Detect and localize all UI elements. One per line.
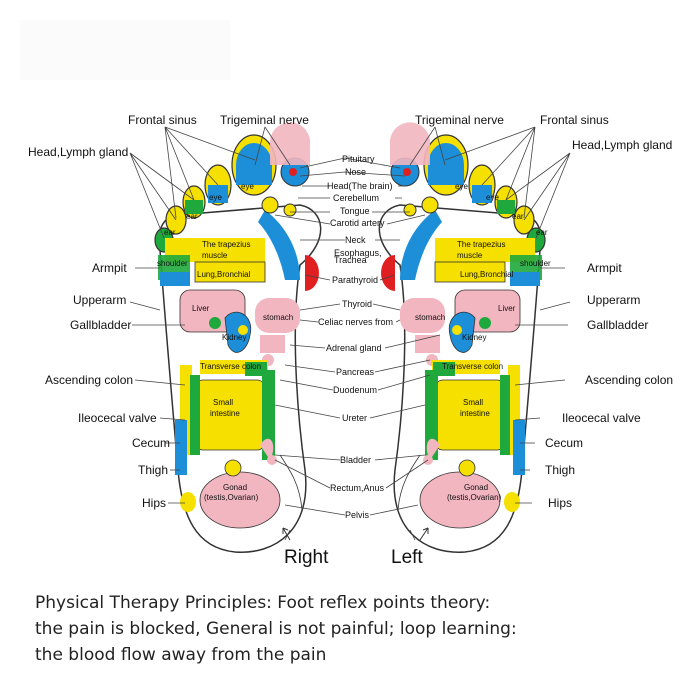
label-trigeminal-left: Trigeminal nerve bbox=[415, 113, 504, 127]
right-foot bbox=[154, 122, 322, 553]
left-toes bbox=[389, 122, 546, 253]
label-shoulder-r: shoulder bbox=[157, 259, 188, 268]
foot-side-labels: Right Left bbox=[282, 527, 429, 568]
left-foot bbox=[378, 122, 546, 553]
caption-line-1: Physical Therapy Principles: Foot reflex… bbox=[35, 593, 491, 613]
label-eye-r2: eye bbox=[209, 193, 222, 202]
label-kidney-r: Kidney bbox=[222, 333, 246, 342]
label-eye-r1: eye bbox=[241, 182, 254, 191]
label-ileocecal-right: Ileocecal valve bbox=[78, 411, 157, 425]
label-carotid: Carotid artery bbox=[330, 218, 385, 228]
label-ascending-colon-right: Ascending colon bbox=[45, 373, 133, 387]
label-ear-r1: ear bbox=[186, 212, 198, 221]
outer-labels: Frontal sinus Trigeminal nerve Head,Lymp… bbox=[28, 113, 673, 510]
label-pancreas: Pancreas bbox=[336, 367, 375, 377]
label-gonad-l2: (testis,Ovarian) bbox=[447, 493, 502, 502]
label-tongue: Tongue bbox=[340, 206, 370, 216]
leader-lines bbox=[129, 126, 571, 541]
label-shoulder-l: shoulder bbox=[520, 259, 551, 268]
label-small-r1: Small bbox=[213, 398, 233, 407]
label-transverse-l: Transverse colon bbox=[442, 362, 503, 371]
label-gallbladder-right: Gallbladder bbox=[70, 318, 131, 332]
label-kidney-l: Kidney bbox=[462, 333, 486, 342]
label-small-l1: Small bbox=[463, 398, 483, 407]
label-bladder: Bladder bbox=[340, 455, 371, 465]
label-trapezius-l2: muscle bbox=[457, 251, 483, 260]
label-thigh-left: Thigh bbox=[545, 463, 575, 477]
label-eye-l2: eye bbox=[486, 193, 499, 202]
label-lung-r: Lung,Bronchial bbox=[197, 270, 251, 279]
label-adrenal: Adrenal gland bbox=[326, 343, 382, 353]
label-upperarm-right: Upperarm bbox=[73, 293, 126, 307]
label-trapezius-r2: muscle bbox=[202, 251, 228, 260]
label-left-foot: Left bbox=[391, 547, 423, 568]
caption: Physical Therapy Principles: Foot reflex… bbox=[35, 590, 675, 668]
caption-line-2: the pain is blocked, General is not pain… bbox=[35, 619, 517, 639]
label-armpit-left: Armpit bbox=[587, 261, 622, 275]
label-trachea: Trachea bbox=[334, 255, 367, 265]
label-trapezius-r1: The trapezius bbox=[202, 240, 250, 249]
label-lung-l: Lung,Bronchial bbox=[460, 270, 514, 279]
label-thyroid: Thyroid bbox=[342, 299, 372, 309]
label-armpit-right: Armpit bbox=[92, 261, 127, 275]
label-ear-l1: ear bbox=[512, 212, 524, 221]
label-ascending-colon-left: Ascending colon bbox=[585, 373, 673, 387]
label-nose: Nose bbox=[345, 167, 366, 177]
label-head-brain: Head(The brain) bbox=[327, 181, 393, 191]
label-gonad-r1: Gonad bbox=[223, 483, 247, 492]
right-toes bbox=[154, 122, 311, 253]
label-parathyroid: Parathyroid bbox=[332, 275, 378, 285]
label-neck: Neck bbox=[345, 235, 366, 245]
watermark-area bbox=[20, 20, 230, 80]
label-ureter: Ureter bbox=[342, 413, 367, 423]
label-frontal-sinus-left: Frontal sinus bbox=[540, 113, 609, 127]
label-trapezius-l1: The trapezius bbox=[457, 240, 505, 249]
label-cecum-left: Cecum bbox=[545, 436, 583, 450]
label-transverse-r: Transverse colon bbox=[200, 362, 261, 371]
label-hips-right: Hips bbox=[142, 496, 166, 510]
label-thigh-right: Thigh bbox=[138, 463, 168, 477]
label-right-foot: Right bbox=[284, 547, 329, 568]
center-labels: Pituitary Nose Head(The brain) Cerebellu… bbox=[318, 154, 393, 520]
label-stomach-l: stomach bbox=[415, 313, 445, 322]
label-frontal-sinus-right: Frontal sinus bbox=[128, 113, 197, 127]
label-ear-l2: ear bbox=[536, 228, 548, 237]
label-gonad-l1: Gonad bbox=[464, 483, 488, 492]
label-cecum-right: Cecum bbox=[132, 436, 170, 450]
label-eye-l1: eye bbox=[455, 182, 468, 191]
label-gallbladder-left: Gallbladder bbox=[587, 318, 648, 332]
left-foot-labels: eye eye ear ear The trapezius muscle sho… bbox=[415, 182, 551, 502]
label-hips-left: Hips bbox=[548, 496, 572, 510]
label-celiac: Celiac nerves from bbox=[318, 317, 393, 327]
label-trigeminal-right: Trigeminal nerve bbox=[220, 113, 309, 127]
right-foot-labels: eye eye ear ear The trapezius muscle sho… bbox=[157, 182, 293, 502]
label-small-l2: intestine bbox=[460, 409, 490, 418]
label-esophagus: Esophagus, bbox=[334, 248, 382, 258]
label-liver-r: Liver bbox=[192, 304, 210, 313]
label-gonad-r2: (testis,Ovarian) bbox=[204, 493, 259, 502]
label-small-r2: intestine bbox=[210, 409, 240, 418]
label-rectum: Rectum,Anus bbox=[330, 483, 385, 493]
label-ear-r2: ear bbox=[164, 228, 176, 237]
label-ileocecal-left: Ileocecal valve bbox=[562, 411, 641, 425]
label-stomach-r: stomach bbox=[263, 313, 293, 322]
label-cerebellum: Cerebellum bbox=[333, 193, 379, 203]
label-liver-l: Liver bbox=[498, 304, 516, 313]
label-pelvis: Pelvis bbox=[345, 510, 370, 520]
caption-line-3: the blood flow away from the pain bbox=[35, 645, 327, 665]
label-upperarm-left: Upperarm bbox=[587, 293, 640, 307]
label-duodenum: Duodenum bbox=[333, 385, 377, 395]
label-head-lymph-left: Head,Lymph gland bbox=[572, 138, 672, 152]
label-head-lymph-right: Head,Lymph gland bbox=[28, 145, 128, 159]
label-pituitary: Pituitary bbox=[342, 154, 375, 164]
